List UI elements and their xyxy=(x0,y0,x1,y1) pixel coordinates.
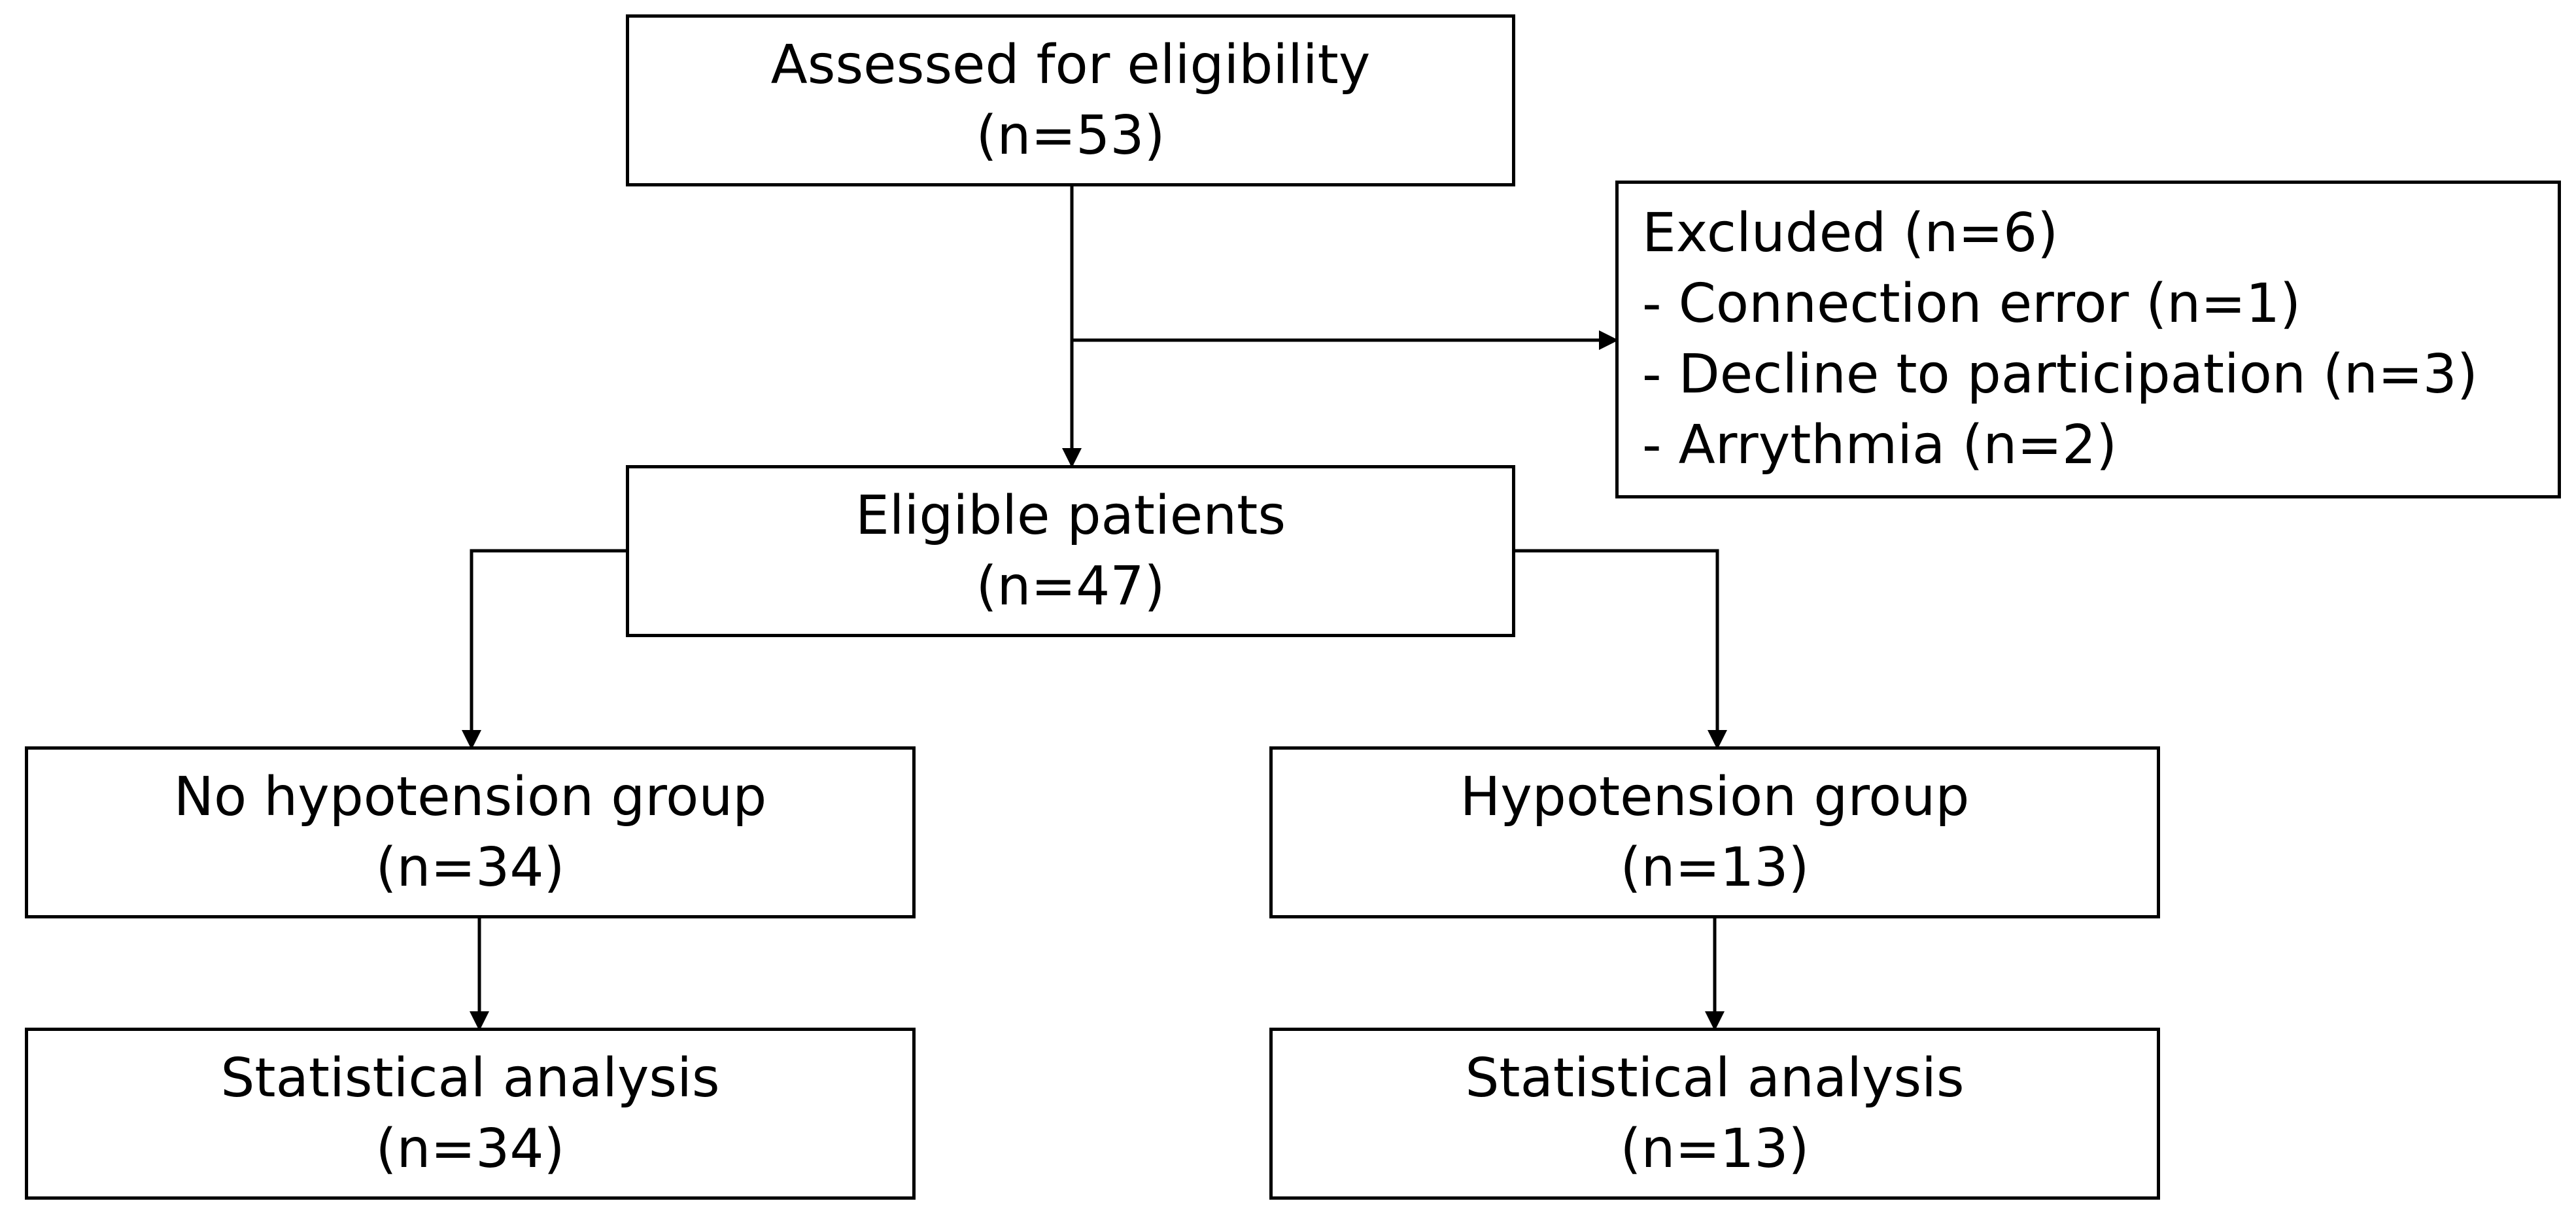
arrow-eligible-to-no-hypotension xyxy=(462,549,626,750)
excluded-item: - Decline to participation (n=3) xyxy=(1642,343,2478,406)
assessed-title: Assessed for eligibility xyxy=(770,33,1371,96)
hypotension-box: Hypotension group (n=13) xyxy=(1269,746,2160,918)
arrow-eligible-to-hypotension xyxy=(1515,549,1727,750)
no-hypotension-count: (n=34) xyxy=(375,836,565,899)
excluded-item: - Connection error (n=1) xyxy=(1642,273,2301,335)
no-hypotension-box: No hypotension group (n=34) xyxy=(25,746,916,918)
assessed-count: (n=53) xyxy=(976,104,1165,167)
hypotension-count: (n=13) xyxy=(1620,836,1810,899)
assessed-box: Assessed for eligibility (n=53) xyxy=(626,14,1515,186)
analysis-right-title: Statistical analysis xyxy=(1465,1047,1965,1109)
analysis-left-count: (n=34) xyxy=(375,1117,565,1180)
eligible-count: (n=47) xyxy=(976,555,1165,618)
analysis-left-title: Statistical analysis xyxy=(220,1047,720,1109)
analysis-right-box: Statistical analysis (n=13) xyxy=(1269,1028,2160,1200)
analysis-left-box: Statistical analysis (n=34) xyxy=(25,1028,916,1200)
eligible-box: Eligible patients (n=47) xyxy=(626,465,1515,637)
analysis-right-count: (n=13) xyxy=(1620,1117,1810,1180)
excluded-box: Excluded (n=6) - Connection error (n=1) … xyxy=(1615,181,2561,498)
excluded-item: - Arrythmia (n=2) xyxy=(1642,414,2118,476)
hypotension-title: Hypotension group xyxy=(1460,765,1970,828)
excluded-title: Excluded (n=6) xyxy=(1642,202,2059,264)
eligible-title: Eligible patients xyxy=(855,484,1286,547)
no-hypotension-title: No hypotension group xyxy=(173,765,767,828)
